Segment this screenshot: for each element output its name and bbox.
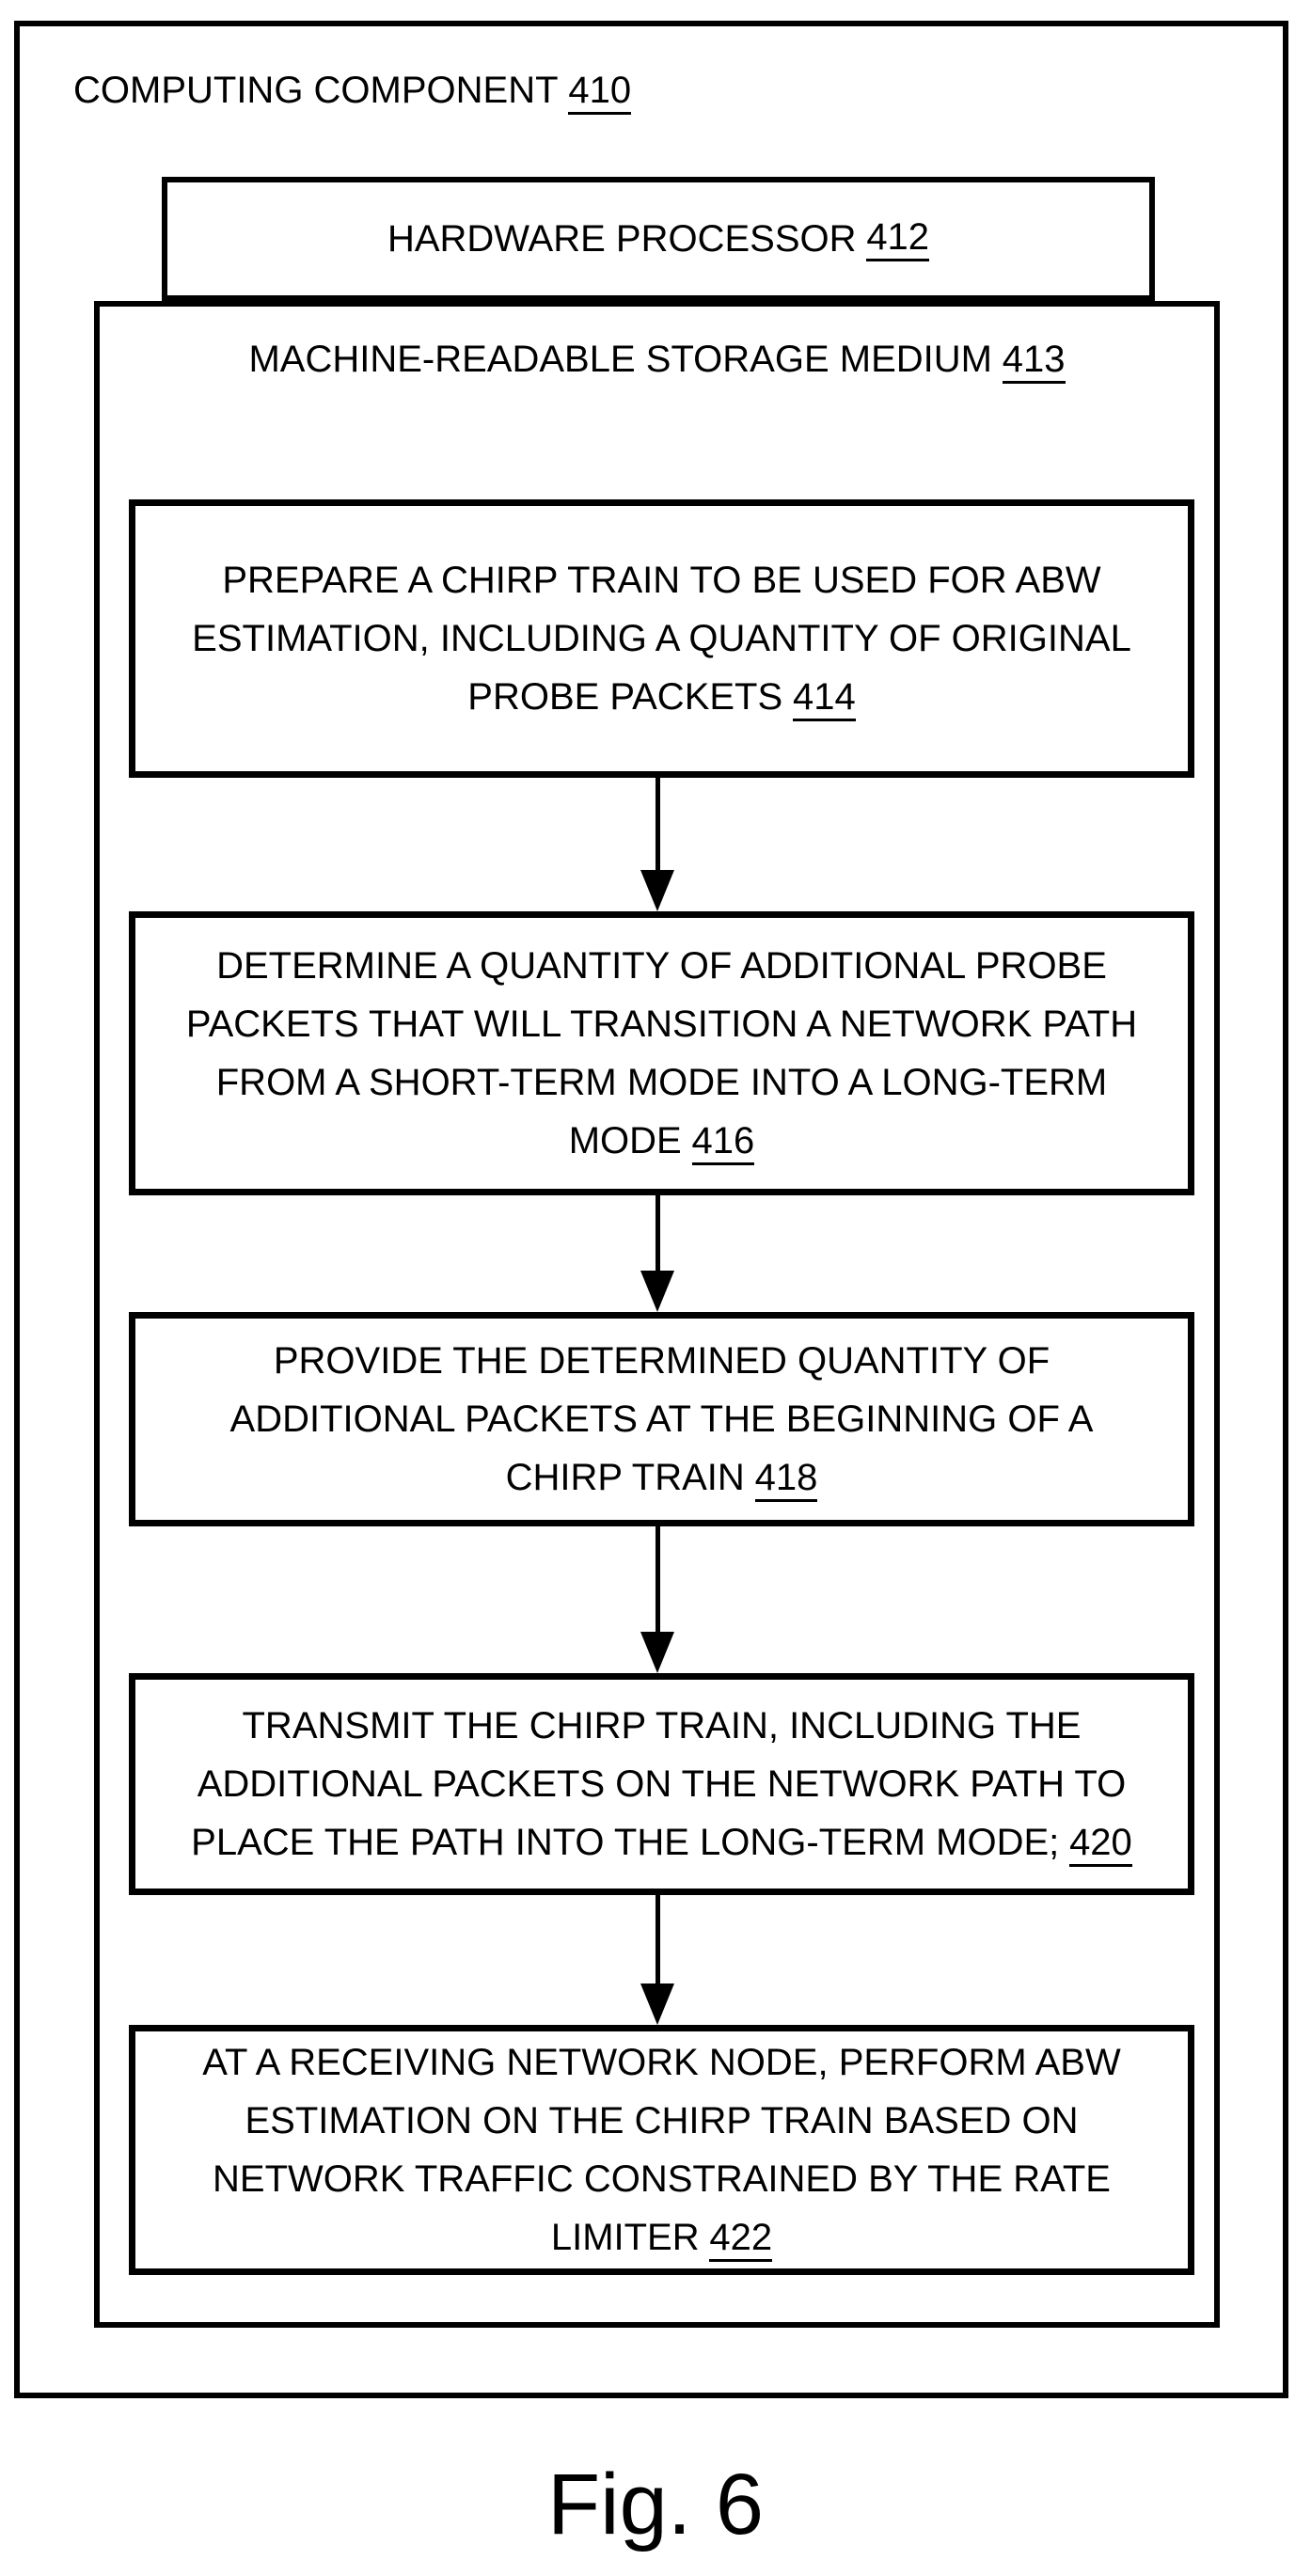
flow-step-422: AT A RECEIVING NETWORK NODE, PERFORM ABW… xyxy=(129,2025,1194,2275)
ref-412: 412 xyxy=(866,216,930,261)
ref-413: 413 xyxy=(1002,339,1066,384)
step-text-line: ADDITIONAL PACKETS AT THE BEGINNING OF A xyxy=(229,1399,1094,1440)
step-text-last: LIMITER xyxy=(550,2217,700,2258)
flow-step-416: DETERMINE A QUANTITY OF ADDITIONAL PROBE… xyxy=(129,911,1194,1195)
step-text-last: CHIRP TRAIN xyxy=(505,1457,745,1498)
ref-416: 416 xyxy=(691,1120,755,1165)
arrow-stem xyxy=(655,1195,660,1271)
step-text-line: TRANSMIT THE CHIRP TRAIN, INCLUDING THE xyxy=(242,1705,1082,1746)
flow-step-414: PREPARE A CHIRP TRAIN TO BE USED FOR ABW… xyxy=(129,499,1194,778)
step-text-last: PLACE THE PATH INTO THE LONG-TERM MODE; xyxy=(191,1822,1060,1863)
step-text-line: FROM A SHORT-TERM MODE INTO A LONG-TERM xyxy=(215,1062,1108,1103)
storage-medium-label: MACHINE-READABLE STORAGE MEDIUM xyxy=(248,339,992,380)
ref-422: 422 xyxy=(709,2217,773,2262)
flow-step-420: TRANSMIT THE CHIRP TRAIN, INCLUDING THE … xyxy=(129,1673,1194,1895)
step-text-line: AT A RECEIVING NETWORK NODE, PERFORM ABW xyxy=(202,2042,1121,2083)
down-arrow xyxy=(640,1526,674,1673)
step-text-line: PROVIDE THE DETERMINED QUANTITY OF xyxy=(273,1340,1050,1382)
step-text-line: ADDITIONAL PACKETS ON THE NETWORK PATH T… xyxy=(197,1763,1127,1805)
flow-step-418: PROVIDE THE DETERMINED QUANTITY OF ADDIT… xyxy=(129,1312,1194,1526)
computing-component-label: COMPUTING COMPONENT xyxy=(73,70,559,111)
arrow-stem xyxy=(655,1895,660,1983)
ref-420: 420 xyxy=(1069,1822,1132,1867)
arrow-head-icon xyxy=(640,870,674,911)
computing-component-box xyxy=(14,21,1288,2398)
step-text-line: ESTIMATION, INCLUDING A QUANTITY OF ORIG… xyxy=(192,618,1131,659)
down-arrow xyxy=(640,1195,674,1312)
arrow-head-icon xyxy=(640,1271,674,1312)
figure-caption: Fig. 6 xyxy=(546,2457,765,2552)
arrow-stem xyxy=(655,778,660,870)
step-text-line: DETERMINE A QUANTITY OF ADDITIONAL PROBE xyxy=(216,945,1107,987)
step-text-last: MODE xyxy=(568,1120,682,1162)
step-text-line: NETWORK TRAFFIC CONSTRAINED BY THE RATE xyxy=(213,2158,1111,2200)
step-text-line: PACKETS THAT WILL TRANSITION A NETWORK P… xyxy=(185,1004,1138,1045)
arrow-head-icon xyxy=(640,1632,674,1673)
hardware-processor-label: HARDWARE PROCESSOR xyxy=(387,217,857,260)
ref-414: 414 xyxy=(792,676,856,721)
step-text-last: PROBE PACKETS xyxy=(467,676,783,718)
step-text-line: ESTIMATION ON THE CHIRP TRAIN BASED ON xyxy=(245,2100,1079,2141)
arrow-stem xyxy=(655,1526,660,1632)
step-text-line: PREPARE A CHIRP TRAIN TO BE USED FOR ABW xyxy=(222,560,1101,601)
ref-418: 418 xyxy=(754,1457,818,1502)
step-text-line: PLACE THE PATH INTO THE LONG-TERM MODE;4… xyxy=(191,1813,1132,1872)
arrow-head-icon xyxy=(640,1983,674,2025)
down-arrow xyxy=(640,778,674,911)
down-arrow xyxy=(640,1895,674,2025)
ref-410: 410 xyxy=(568,70,632,115)
